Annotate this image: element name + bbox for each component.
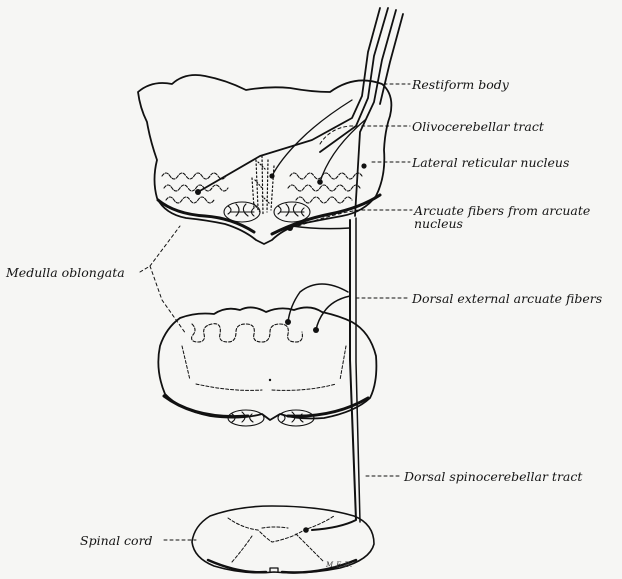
label-restiform-body: Restiform body xyxy=(412,78,509,91)
label-dorsal-external-arcuate-fibers: Dorsal external arcuate fibers xyxy=(412,292,602,305)
right-olive xyxy=(288,173,362,203)
label-lateral-reticular-nucleus: Lateral reticular nucleus xyxy=(412,156,569,169)
upper-medulla-section xyxy=(138,75,391,244)
dorsal-external-arcuate-fiber xyxy=(288,226,350,330)
label-olivocerebellar-tract: Olivocerebellar tract xyxy=(412,120,544,133)
artist-signature: M.E.B. xyxy=(326,561,353,569)
dorsal-spinocerebellar-fiber xyxy=(312,220,356,530)
label-dorsal-spinocerebellar-tract: Dorsal spinocerebellar tract xyxy=(404,470,582,483)
lower-medulla-section xyxy=(158,307,376,420)
restiform-fibers xyxy=(198,8,403,216)
label-arcuate-fibers: Arcuate fibers from arcuate nucleus xyxy=(414,204,619,230)
label-spinal-cord: Spinal cord xyxy=(80,534,153,547)
olivocerebellar-fiber xyxy=(272,100,365,182)
left-olive xyxy=(162,173,228,203)
label-medulla-oblongata: Medulla oblongata xyxy=(6,266,125,279)
